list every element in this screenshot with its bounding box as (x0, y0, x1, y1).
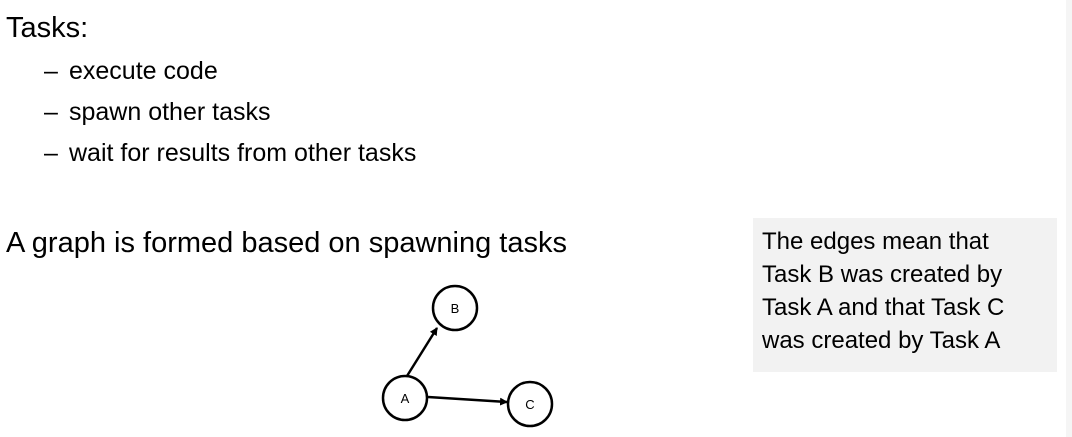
node-label: A (401, 391, 410, 406)
graph-heading: A graph is formed based on spawning task… (6, 227, 567, 259)
callout-line: Task A and that Task C (762, 294, 1005, 321)
callout-line: Task B was created by (762, 261, 1003, 288)
bullet-item: spawn other tasks (69, 98, 271, 126)
node-c: C (506, 380, 554, 428)
node-label: B (451, 301, 460, 316)
node-b: B (431, 284, 479, 332)
bullet-item: wait for results from other tasks (69, 139, 417, 167)
tasks-heading: Tasks: (6, 12, 89, 44)
scrollbar-track[interactable] (1066, 0, 1072, 437)
callout-box: The edges mean that Task B was created b… (753, 218, 1057, 372)
callout-line: was created by Task A (762, 327, 1001, 354)
node-label: C (525, 397, 534, 412)
bullet-marker: – (44, 57, 58, 85)
edge-a-b (405, 327, 439, 377)
bullet-marker: – (44, 98, 58, 126)
edge-a-c (427, 395, 508, 406)
bullet-marker: – (44, 139, 58, 167)
callout-line: The edges mean that (762, 228, 989, 255)
node-a: A (381, 374, 429, 422)
bullet-item: execute code (69, 57, 218, 85)
